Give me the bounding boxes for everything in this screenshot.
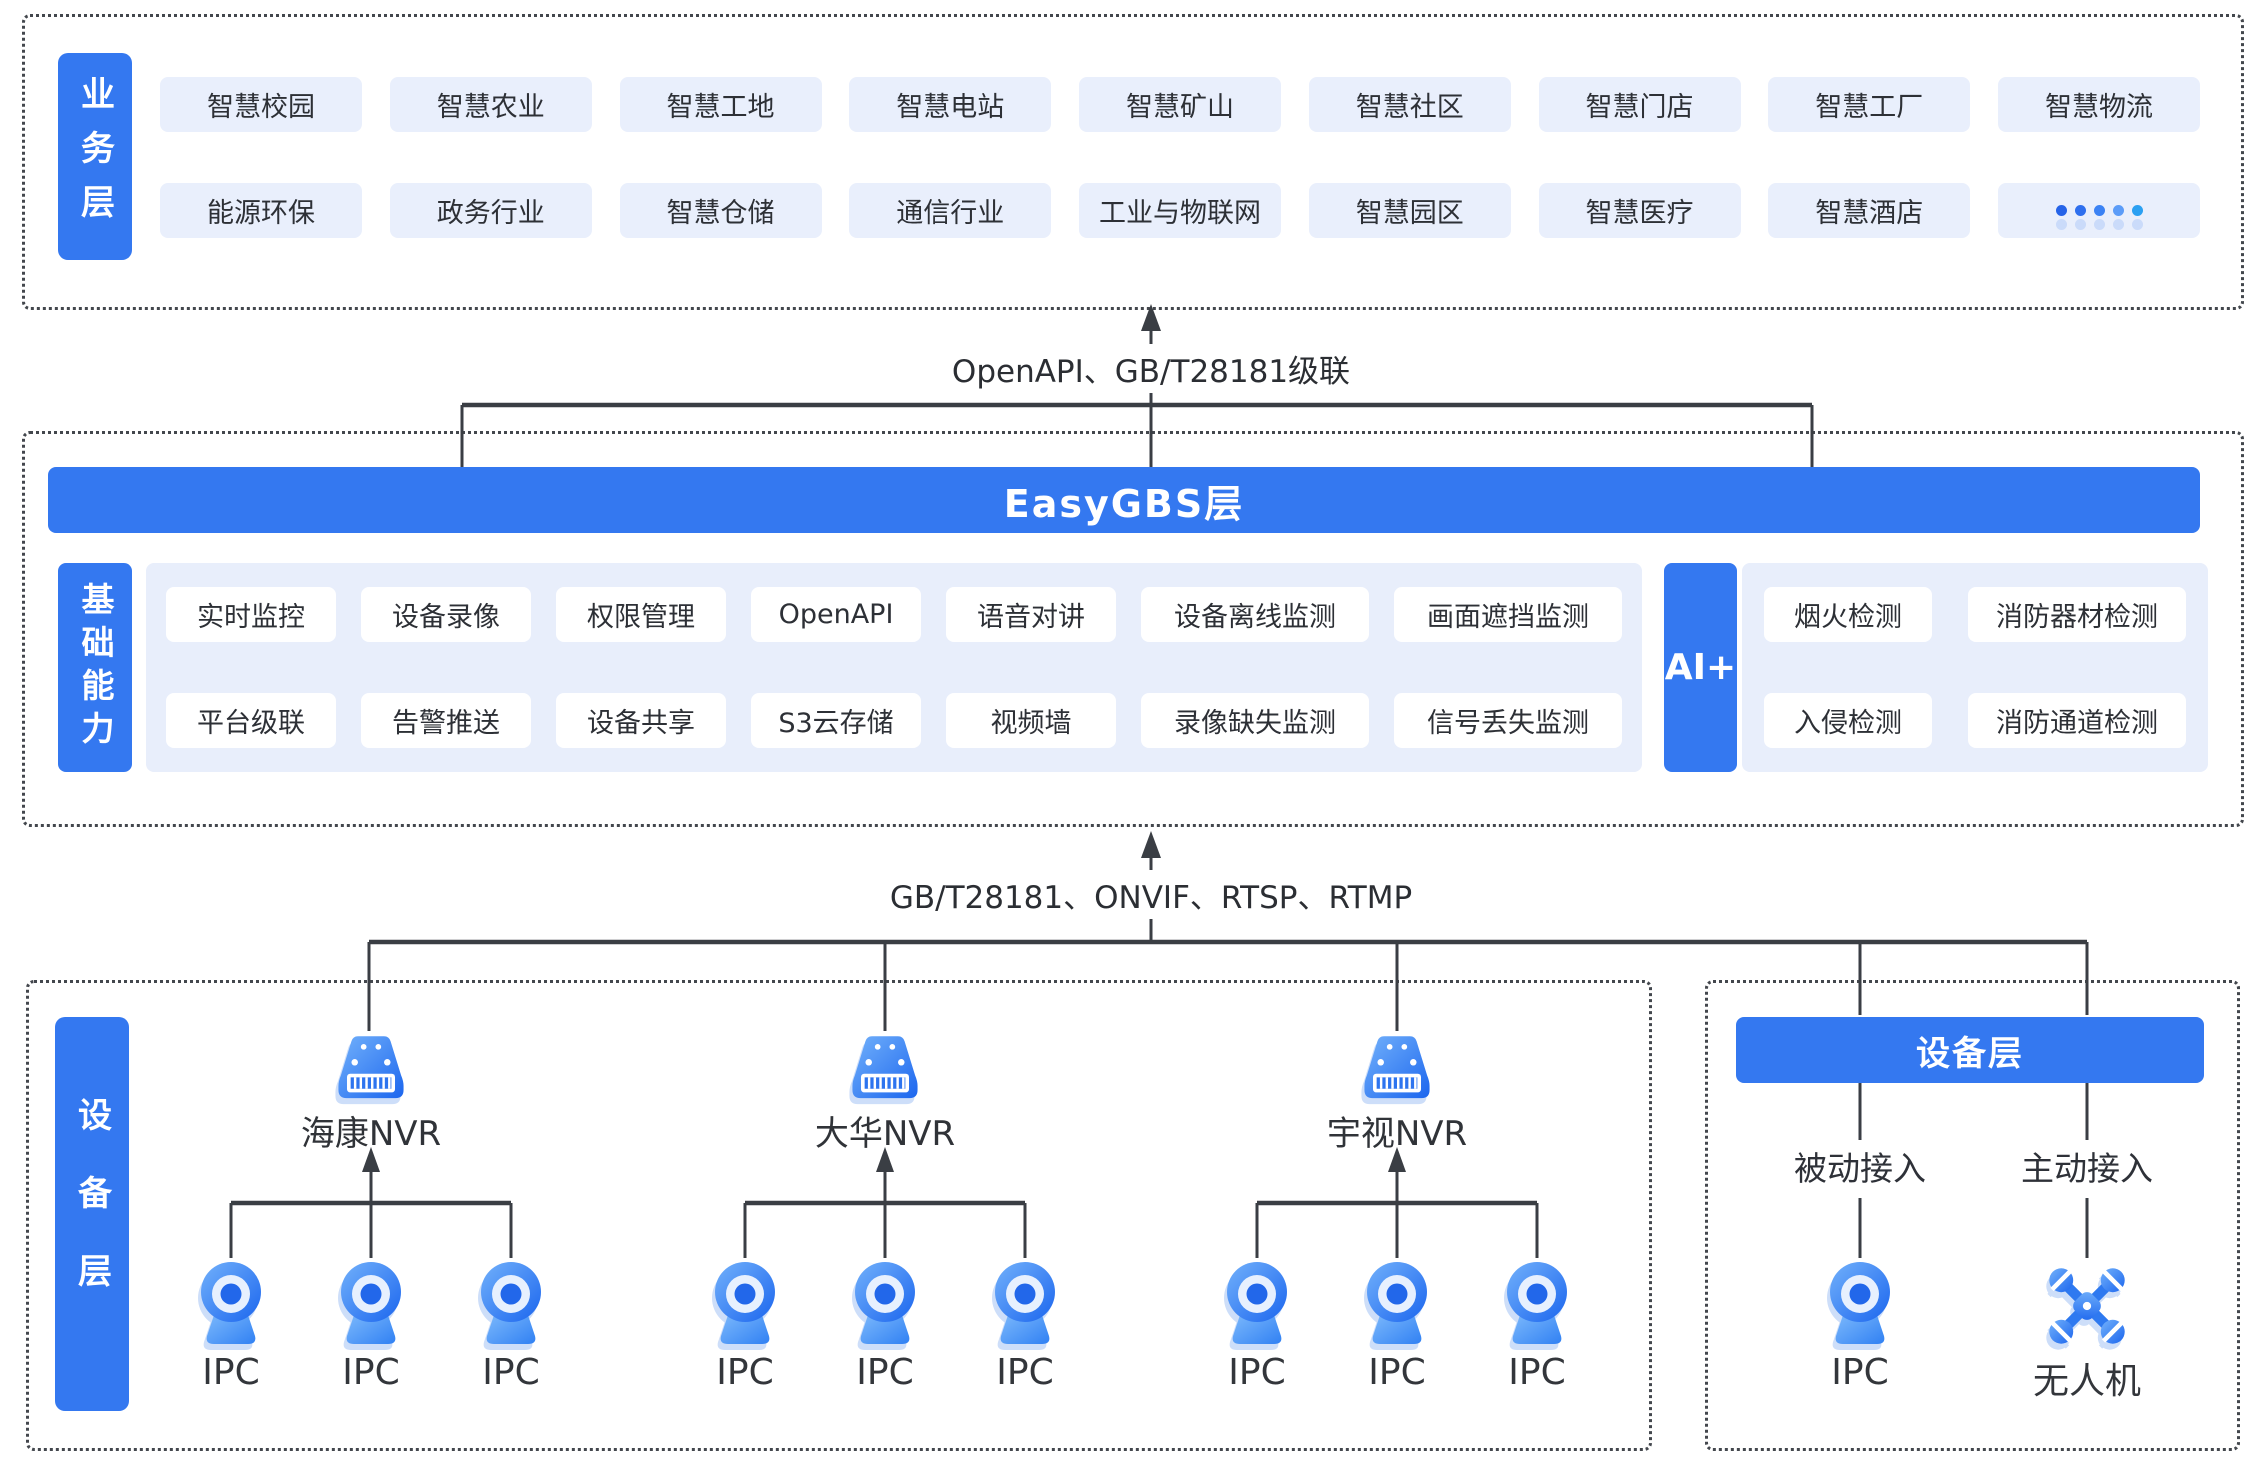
capability-chip: 设备离线监测: [1141, 587, 1369, 642]
access-device-label: 无人机: [2032, 1361, 2141, 1402]
capability-chip: 实时监控: [166, 587, 336, 642]
capability-chip: 画面遮挡监测: [1394, 587, 1622, 642]
dot-icon: [2112, 205, 2124, 216]
ai-plus-label: AI+: [1664, 563, 1737, 772]
business-chip-row-1: 智慧校园智慧农业智慧工地智慧电站智慧矿山智慧社区智慧门店智慧工厂智慧物流: [160, 77, 2200, 132]
industry-chip: 能源环保: [160, 183, 362, 238]
nvr-recorder-icon: [844, 1033, 926, 1103]
capability-chip: 平台级联: [166, 693, 336, 748]
ipc-label: IPC: [1228, 1352, 1286, 1393]
nvr-label: 大华NVR: [814, 1114, 956, 1154]
industry-chip: 智慧门店: [1538, 77, 1741, 132]
industry-chip: 智慧工厂: [1768, 77, 1971, 132]
dot-icon: [2093, 205, 2105, 216]
ai-capability-chip: 消防通道检测: [1968, 693, 2186, 748]
capability-chip: 信号丢失监测: [1394, 693, 1622, 748]
ipc-label: IPC: [1508, 1352, 1566, 1393]
capability-chip: 录像缺失监测: [1141, 693, 1369, 748]
ipc-label: IPC: [716, 1352, 774, 1393]
industry-chip: 智慧农业: [389, 77, 592, 132]
nvr-label: 海康NVR: [300, 1114, 442, 1154]
industry-chip: 通信行业: [849, 183, 1052, 238]
device-layer-label: 设备层: [55, 1017, 129, 1411]
nvr-recorder-icon: [1356, 1033, 1438, 1103]
industry-chip: 智慧物流: [1998, 77, 2200, 132]
capability-chip: 设备共享: [556, 693, 726, 748]
ipc-camera-icon: [1827, 1262, 1893, 1350]
top-connector-label: OpenAPI、GB/T28181级联: [937, 344, 1365, 393]
drone-icon: [2041, 1260, 2133, 1352]
ipc-label: IPC: [342, 1352, 400, 1393]
capability-chip: 告警推送: [361, 693, 531, 748]
business-layer-label: 业务层: [58, 53, 132, 260]
access-device-label: IPC: [1831, 1352, 1889, 1393]
industry-chip: 智慧校园: [160, 77, 362, 132]
access-panel-title: 设备层: [1736, 1017, 2204, 1083]
ipc-camera-icon: [1504, 1262, 1570, 1350]
industry-chip: 智慧医疗: [1538, 183, 1741, 238]
ai-row-2: 入侵检测消防通道检测: [1742, 693, 2208, 748]
ipc-label: IPC: [856, 1352, 914, 1393]
industry-chip: 政务行业: [389, 183, 592, 238]
industry-chip: 工业与物联网: [1079, 183, 1281, 238]
ipc-camera-icon: [992, 1262, 1058, 1350]
ai-capability-chip: 入侵检测: [1764, 693, 1932, 748]
more-industries-chip: [1998, 183, 2200, 238]
industry-chip: 智慧矿山: [1079, 77, 1281, 132]
industry-chip: 智慧仓储: [619, 183, 822, 238]
industry-chip: 智慧酒店: [1768, 183, 1971, 238]
ai-panel: 烟火检测消防器材检测 入侵检测消防通道检测: [1742, 563, 2208, 772]
industry-chip: 智慧工地: [619, 77, 822, 132]
access-mode-label: 主动接入: [1992, 1142, 2182, 1190]
capability-chip: 权限管理: [556, 587, 726, 642]
access-mode-label: 被动接入: [1765, 1142, 1955, 1190]
business-chip-row-2: 能源环保政务行业智慧仓储通信行业工业与物联网智慧园区智慧医疗智慧酒店: [160, 183, 2200, 238]
ipc-camera-icon: [852, 1262, 918, 1350]
ai-capability-chip: 消防器材检测: [1968, 587, 2186, 642]
business-layer-box: [22, 14, 2244, 310]
industry-chip: 智慧社区: [1308, 77, 1511, 132]
capability-chip: S3云存储: [751, 693, 921, 748]
industry-chip: 智慧电站: [849, 77, 1052, 132]
ai-capability-chip: 烟火检测: [1764, 587, 1932, 642]
nvr-recorder-icon: [330, 1033, 412, 1103]
ipc-camera-icon: [478, 1262, 544, 1350]
ipc-camera-icon: [198, 1262, 264, 1350]
ipc-camera-icon: [712, 1262, 778, 1350]
ipc-camera-icon: [1364, 1262, 1430, 1350]
nvr-label: 宇视NVR: [1326, 1114, 1468, 1154]
dot-icon: [2131, 205, 2143, 216]
ipc-camera-icon: [1224, 1262, 1290, 1350]
ipc-label: IPC: [1368, 1352, 1426, 1393]
dot-icon: [2074, 205, 2086, 216]
capability-chip: 视频墙: [946, 693, 1116, 748]
capabilities-row-1: 实时监控设备录像权限管理 OpenAPI 语音对讲设备离线监测画面遮挡监测: [146, 587, 1642, 642]
ipc-label: IPC: [202, 1352, 260, 1393]
capabilities-row-2: 平台级联告警推送设备共享 S3云存储视频墙录像缺失监测信号丢失监测: [146, 693, 1642, 748]
ai-row-1: 烟火检测消防器材检测: [1742, 587, 2208, 642]
capabilities-panel: 实时监控设备录像权限管理 OpenAPI 语音对讲设备离线监测画面遮挡监测 平台级联…: [146, 563, 1642, 772]
capabilities-label: 基础能力: [58, 563, 132, 772]
ipc-camera-icon: [338, 1262, 404, 1350]
capability-chip: 设备录像: [361, 587, 531, 642]
capability-chip: 语音对讲: [946, 587, 1116, 642]
bottom-connector-label: GB/T28181、ONVIF、RTSP、RTMP: [875, 870, 1427, 919]
ipc-label: IPC: [996, 1352, 1054, 1393]
dot-icon: [2055, 205, 2067, 216]
easygbs-bar: EasyGBS层: [48, 467, 2200, 533]
capability-chip: OpenAPI: [751, 587, 921, 642]
ipc-label: IPC: [482, 1352, 540, 1393]
industry-chip: 智慧园区: [1308, 183, 1511, 238]
